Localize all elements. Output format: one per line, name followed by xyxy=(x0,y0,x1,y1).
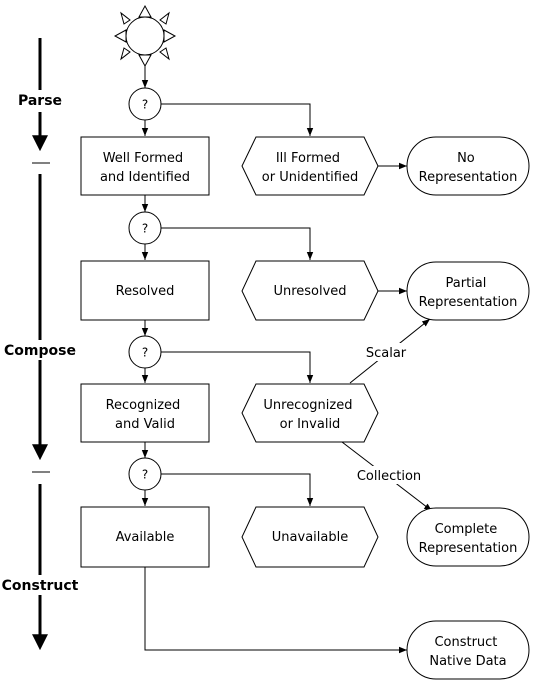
edge-label-scalar-bg xyxy=(364,343,408,361)
node-available: Available xyxy=(116,530,175,545)
node-ill-formed-shape xyxy=(241,136,379,196)
start-sun-icon xyxy=(113,4,177,68)
edge-label-collection: Collection xyxy=(357,469,421,484)
node-no-representation: No Representation xyxy=(419,151,518,185)
node-unresolved-shape xyxy=(241,260,379,321)
node-ill-formed: Ill Formed or Unidentified xyxy=(262,151,358,185)
node-unresolved: Unresolved xyxy=(273,284,346,299)
decision-4: ? xyxy=(128,457,162,491)
node-recognized-box xyxy=(80,383,210,443)
stage-lane-compose xyxy=(32,174,50,473)
node-construct-native: Construct Native Data xyxy=(429,635,506,669)
node-resolved-box xyxy=(80,260,210,321)
decision-2: ? xyxy=(128,211,162,245)
edges xyxy=(141,66,433,654)
node-well-formed: Well Formed and Identified xyxy=(100,151,190,185)
edge-label-scalar: Scalar xyxy=(366,346,407,361)
svg-text:?: ? xyxy=(142,346,148,360)
node-available-box xyxy=(80,506,210,568)
node-partial-representation-shape xyxy=(406,261,530,321)
node-partial-representation: Partial Representation xyxy=(419,276,518,310)
stage-lane-parse xyxy=(32,38,50,164)
node-complete-representation: Complete Representation xyxy=(419,522,518,556)
svg-text:?: ? xyxy=(142,222,148,236)
node-unavailable: Unavailable xyxy=(272,530,348,545)
edge-label-collection-bg xyxy=(355,466,423,484)
node-complete-representation-shape xyxy=(406,507,530,567)
stage-label-compose: Compose xyxy=(4,343,76,359)
node-recognized: Recognized and Valid xyxy=(106,398,185,432)
stage-label-parse: Parse xyxy=(18,93,62,109)
svg-text:?: ? xyxy=(142,98,148,112)
node-well-formed-box xyxy=(80,136,210,196)
node-unrecognized-shape xyxy=(241,383,379,443)
node-no-representation-shape xyxy=(406,136,530,196)
node-construct-native-shape xyxy=(406,620,530,680)
node-unavailable-shape xyxy=(241,506,379,568)
decision-1: ? xyxy=(128,87,162,121)
decision-3: ? xyxy=(128,335,162,369)
node-unrecognized: Unrecognized or Invalid xyxy=(263,398,356,432)
svg-text:?: ? xyxy=(142,468,148,482)
node-resolved: Resolved xyxy=(116,284,175,299)
stage-label-construct: Construct xyxy=(2,578,79,594)
